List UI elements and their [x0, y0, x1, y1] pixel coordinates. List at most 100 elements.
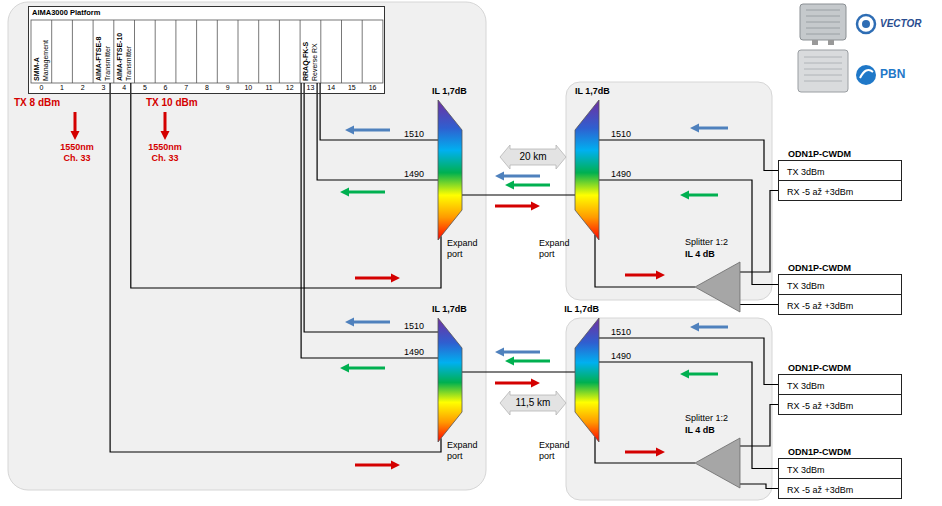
- slot-number: 7: [176, 84, 196, 92]
- node-device-connector: [828, 40, 834, 45]
- upstream-1510-arrow: [345, 126, 390, 135]
- splitter-shape: [695, 438, 740, 488]
- tx-down-arrow: [71, 112, 80, 140]
- fiber-line: [301, 83, 438, 358]
- card-label: AIMA-FTSE-10Transmitter: [114, 21, 135, 83]
- port-cell: TX 3dBm: [778, 160, 902, 181]
- wavelength-label: 1550nm Ch. 33: [55, 142, 99, 164]
- downstream-1550-arrow: [495, 379, 540, 388]
- loss-label: IL 1,7dB: [432, 304, 467, 315]
- fiber-line: [110, 83, 441, 452]
- slot-number: 4: [114, 84, 134, 92]
- slot-number: 0: [31, 84, 51, 92]
- port-cell: RX -5 až +3dBm: [778, 394, 902, 415]
- card-function: Transmitter: [103, 23, 112, 81]
- downstream-1550-arrow: [625, 448, 665, 457]
- fiber-line: [599, 140, 778, 171]
- node-panel: [566, 318, 772, 500]
- port-text: RX -5 až +3dBm: [779, 481, 853, 500]
- fiber-line: [595, 235, 695, 287]
- slot-number: 5: [135, 84, 155, 92]
- slot-number: 16: [363, 84, 383, 92]
- slot-frame: [31, 20, 383, 83]
- cwdm-mux: IL 1,7dBExpand port: [575, 100, 599, 240]
- wavelength-tag: 1490: [404, 347, 424, 358]
- wavelength-tag: 1510: [404, 321, 424, 332]
- slot-dividers: [52, 20, 363, 83]
- upstream-1510-arrow: [495, 172, 540, 181]
- slot-number: 8: [197, 84, 217, 92]
- fiber-line: [595, 437, 695, 463]
- port-text: RX -5 až +3dBm: [779, 183, 853, 202]
- distance-label: 11,5 km: [503, 397, 563, 409]
- downstream-1550-arrow: [495, 202, 540, 211]
- port-label: Expand port: [539, 238, 573, 260]
- splitter-triangle: Splitter 1:2IL 4 dB: [695, 262, 740, 312]
- loss-label: IL 1,7dB: [575, 86, 610, 97]
- fiber-line: [740, 405, 778, 447]
- mux-body: [438, 318, 462, 442]
- fiber-line: [320, 83, 438, 140]
- wavelength-tag: 1490: [611, 351, 631, 362]
- wavelength-tag: 1510: [611, 129, 631, 140]
- upstream-1490-arrow: [340, 188, 385, 197]
- chassis-box: AIMA3000 PlatformSMM-AManagement AIMA-FTS…: [28, 6, 385, 94]
- downstream-1550-arrow: [355, 461, 400, 470]
- vendor-logo-text: VECTOR: [880, 18, 922, 30]
- splitter-triangle: Splitter 1:2IL 4 dB: [695, 438, 740, 488]
- port-label: Expand port: [447, 238, 481, 260]
- fiber-line: [304, 83, 438, 332]
- splitter-caption: Splitter 1:2IL 4 dB: [685, 236, 728, 260]
- downstream-1550-arrow: [355, 274, 400, 283]
- card-name: RRAQ-FK-S: [301, 23, 310, 81]
- card-label: SMM-AManagement: [31, 21, 52, 83]
- node-panel: [566, 82, 772, 300]
- mux-shape: [575, 100, 599, 240]
- port-cell: RX -5 až +3dBm: [778, 180, 902, 201]
- card-slot: RRAQ-FK-SReverse RX: [300, 21, 321, 83]
- cwdm-mux: IL 1,7dBExpand port: [438, 318, 462, 442]
- mux-shape: [438, 100, 462, 240]
- node-device-photo: [800, 4, 846, 40]
- node-device-fins: [804, 57, 842, 81]
- odn-unit: ODN1P-CWDMTX 3dBmRX -5 až +3dBm: [778, 446, 902, 499]
- splitter-body: [695, 262, 740, 312]
- odn-unit: ODN1P-CWDMTX 3dBmRX -5 až +3dBm: [778, 362, 902, 415]
- port-cell: TX 3dBm: [778, 274, 902, 295]
- card-slot: AIMA-FTSE-10Transmitter: [114, 21, 135, 83]
- vendor-logo-mark: [862, 20, 870, 28]
- device-name: ODN1P-CWDM: [788, 362, 851, 374]
- mux-shape: [575, 318, 599, 442]
- card-slot: SMM-AManagement: [31, 21, 52, 83]
- upstream-1490-arrow: [680, 191, 718, 200]
- upstream-1490-arrow: [505, 357, 550, 366]
- upstream-1490-arrow: [505, 181, 550, 190]
- fiber-line: [599, 362, 778, 469]
- slot-number: 6: [156, 84, 176, 92]
- mux-body: [575, 318, 599, 442]
- port-text: RX -5 až +3dBm: [779, 297, 853, 316]
- fiber-line: [131, 83, 441, 288]
- card-slot: AIMA-FTSE-8Transmitter: [93, 21, 114, 83]
- card-name: SMM-A: [32, 23, 41, 81]
- loss-label: IL 1,7dB: [564, 304, 599, 315]
- upstream-1510-arrow: [690, 323, 728, 332]
- card-name: AIMA-FTSE-8: [94, 23, 103, 81]
- mux-body: [575, 100, 599, 240]
- card-function: Management: [41, 23, 50, 81]
- device-name: ODN1P-CWDM: [788, 262, 851, 274]
- chassis-title: AIMA3000 Platform: [32, 8, 100, 17]
- odn-unit: ODN1P-CWDMTX 3dBm RX -5 až +3dBm: [778, 262, 902, 315]
- wavelength-tag: 1490: [404, 169, 424, 180]
- upstream-1510-arrow: [345, 318, 390, 327]
- odn-unit: ODN1P-CWDMTX 3dBmRX -5 až +3dBm: [778, 148, 902, 201]
- tx-power: TX 10 dBm: [146, 97, 198, 109]
- slot-number: 14: [321, 84, 341, 92]
- tx-power: TX 8 dBm: [14, 97, 60, 109]
- card-label: AIMA-FTSE-8Transmitter: [93, 21, 114, 83]
- splitter-loss: IL 4 dB: [685, 424, 728, 436]
- card-function: Reverse RX: [310, 23, 319, 81]
- slot-number: 2: [73, 84, 93, 92]
